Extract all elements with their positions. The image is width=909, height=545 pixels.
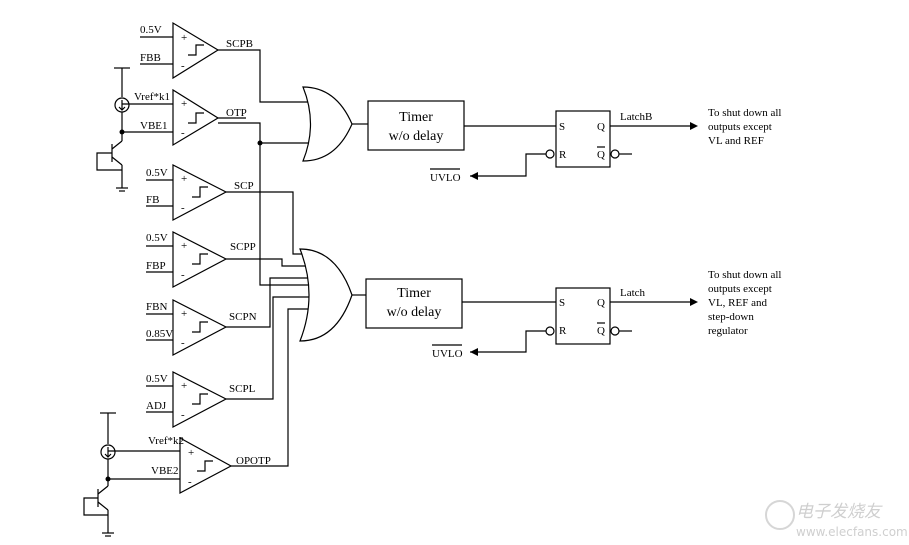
comparator-output-label: SCPB [226,38,253,50]
shutdown-note-line: outputs except [708,121,772,133]
uvlo-label: UVLO [432,348,463,360]
comparator-minus-sign: - [181,337,185,349]
latch-r-pin: R [559,325,567,337]
comparator-output-label: OPOTP [236,455,271,467]
uvlo-label: UVLO [430,172,461,184]
comparator-plus-input-label: FBN [146,301,167,313]
comparator-plus-sign: + [181,173,187,185]
comparator-minus-sign: - [181,127,185,139]
comparator-minus-input-label: FB [146,194,159,206]
timer-subtitle: w/o delay [389,129,444,144]
wire-otp-branch [259,143,309,286]
latch-output-label: Latch [620,287,646,299]
wire-scp [226,191,309,255]
comparator-scpb: + - 0.5V FBB SCPB [140,21,253,80]
wire-scpn [226,277,309,328]
comparator-output-label: SCPL [229,383,256,395]
temperature-sensor-2 [83,412,116,537]
comparator-plus-input-label: Vref*k2 [148,435,184,447]
comparator-minus-input-label: ADJ [146,400,167,412]
latch-s-pin: S [559,297,565,309]
comparator-scpn: + - FBN 0.85V SCPN [146,299,257,356]
shutdown-note-line: step-down [708,311,754,323]
sr-latch-2: S R Q Q Latch UVLO To shut down all outp… [432,269,781,360]
comparator-minus-sign: - [181,269,185,281]
comparator-plus-sign: + [181,240,187,252]
shutdown-note-line: outputs except [708,283,772,295]
latch-qbar-pin: Q [597,149,605,161]
latch-q-pin: Q [597,121,605,133]
timer-title: Timer [397,286,431,301]
comparator-plus-input-label: 0.5V [140,24,162,36]
or-gate-1 [302,86,353,162]
latch-qbar-pin: Q [597,325,605,337]
comparator-plus-input-label: Vref*k1 [134,91,170,103]
shutdown-note-line: VL and REF [708,135,764,147]
timer-block-1: Timer w/o delay [367,100,465,151]
comparator-minus-sign: - [188,476,192,488]
comparator-minus-sign: - [181,60,185,72]
comparator-plus-sign: + [181,380,187,392]
shutdown-note-line: To shut down all [708,107,781,119]
watermark-cn: 电子发烧友 [796,502,883,522]
latch-output-label: LatchB [620,111,652,123]
latch-r-pin: R [559,149,567,161]
wire-opotp [231,308,309,467]
comparator-plus-sign: + [181,98,187,110]
comparator-minus-input-label: VBE2 [151,465,179,477]
wire-scpb [218,49,309,103]
comparator-scpl: + - 0.5V ADJ SCPL [146,371,256,428]
comparator-plus-input-label: 0.5V [146,373,168,385]
watermark-logo-icon [765,500,795,530]
timer-block-2: Timer w/o delay [365,278,463,329]
comparator-minus-input-label: FBP [146,260,166,272]
comparator-minus-input-label: FBB [140,52,161,64]
timer-title: Timer [399,110,433,125]
timer-subtitle: w/o delay [387,305,442,320]
wire-scpl [226,296,309,400]
sr-latch-1: S R Q Q LatchB UVLO To shut down all out… [430,107,781,184]
shutdown-note-line: VL, REF and [708,297,767,309]
comparator-minus-sign: - [181,409,185,421]
comparator-scp: + - 0.5V FB SCP [146,164,254,221]
comparator-output-label: OTP [226,107,247,119]
comparator-plus-sign: + [181,32,187,44]
wire-scpp [226,258,309,267]
comparator-output-label: SCP [234,180,254,192]
latch-s-pin: S [559,121,565,133]
or-gate-2 [299,248,353,342]
watermark-url: www.elecfans.com [796,525,908,539]
latch-q-pin: Q [597,297,605,309]
comparator-output-label: SCPN [229,311,257,323]
temperature-sensor-1 [96,67,130,192]
comparator-plus-sign: + [181,308,187,320]
comparator-otp: + - Vref*k1 VBE1 OTP [122,88,247,147]
comparator-opotp: + - Vref*k2 VBE2 OPOTP [108,435,271,494]
comparator-plus-sign: + [188,447,194,459]
wire-otp [218,122,309,144]
watermark: 电子发烧友 www.elecfans.com [765,500,908,539]
comparator-minus-sign: - [181,202,185,214]
comparator-plus-input-label: 0.5V [146,167,168,179]
comparator-scpp: + - 0.5V FBP SCPP [146,231,256,288]
comparator-minus-input-label: 0.85V [146,328,173,340]
comparator-minus-input-label: VBE1 [140,120,168,132]
shutdown-note-line: To shut down all [708,269,781,281]
comparator-plus-input-label: 0.5V [146,232,168,244]
shutdown-note-line: regulator [708,325,748,337]
comparator-output-label: SCPP [230,241,256,253]
